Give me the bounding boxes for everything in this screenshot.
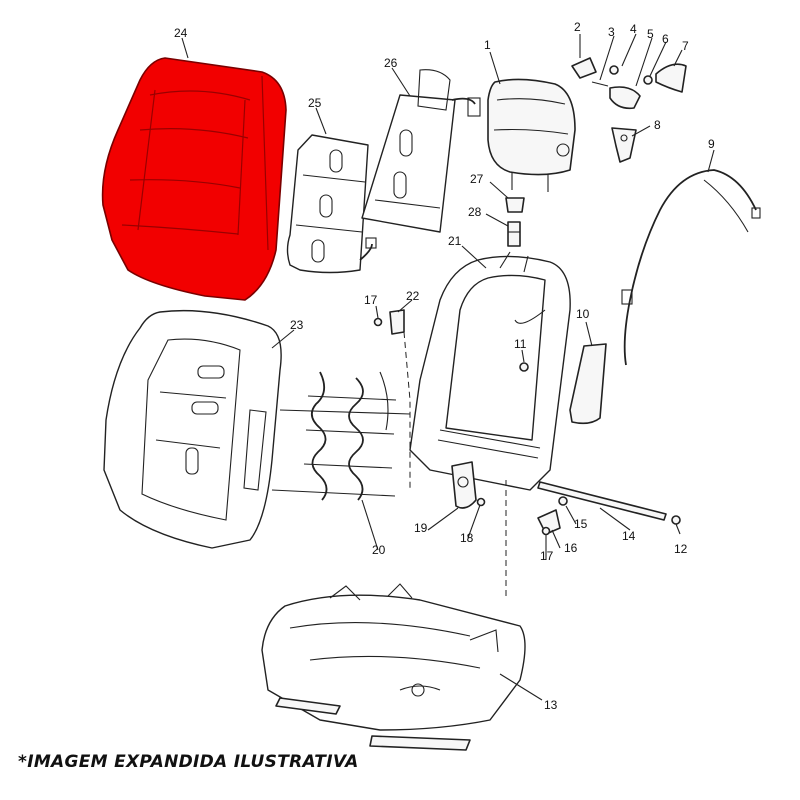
label-5: 5 <box>647 27 654 41</box>
illustrative-caption: *IMAGEM EXPANDIDA ILUSTRATIVA <box>18 752 359 772</box>
label-27: 27 <box>470 172 484 186</box>
part-17-bolt-upper <box>373 317 383 327</box>
label-18: 18 <box>460 531 474 545</box>
part-26-lumbar-pad <box>361 69 481 233</box>
label-19: 19 <box>414 521 428 535</box>
label-22: 22 <box>406 289 420 303</box>
part-23-seatback-foam <box>103 309 282 549</box>
part-17-bolt-lower <box>541 526 551 536</box>
leader-lines <box>181 33 715 701</box>
label-2: 2 <box>574 20 581 34</box>
label-6: 6 <box>662 32 669 46</box>
part-13-seat-cushion-assembly <box>261 583 526 751</box>
part-8-cable-bracket <box>611 127 637 163</box>
label-3: 3 <box>608 25 615 39</box>
label-23: 23 <box>290 318 304 332</box>
label-9: 9 <box>708 137 715 151</box>
part-12-nut <box>671 515 681 525</box>
label-14: 14 <box>622 529 636 543</box>
label-10: 10 <box>576 307 590 321</box>
part-15-bolt <box>558 496 568 506</box>
label-25: 25 <box>308 96 322 110</box>
label-4: 4 <box>630 22 637 36</box>
label-17-upper: 17 <box>364 293 378 307</box>
part-5-handle <box>609 86 641 110</box>
part-1-headrest <box>487 78 576 192</box>
label-11: 11 <box>514 337 527 351</box>
label-17-lower: 17 <box>540 549 554 563</box>
part-27-headrest-guide <box>505 197 525 213</box>
label-13: 13 <box>544 698 558 712</box>
label-16: 16 <box>564 541 578 555</box>
label-26: 26 <box>384 56 398 70</box>
part-4-bolt <box>609 65 619 75</box>
part-6-bolt <box>643 75 653 85</box>
part-20-spring-mat <box>271 371 411 501</box>
part-28-headrest-guide-insert <box>507 221 521 247</box>
part-21-seatback-frame <box>409 251 571 491</box>
label-7: 7 <box>682 39 689 53</box>
label-21: 21 <box>448 234 462 248</box>
label-8: 8 <box>654 118 661 132</box>
part-11-nut <box>519 362 529 372</box>
part-19-recliner-mechanism <box>451 461 477 509</box>
part-14-recline-rod <box>537 481 667 521</box>
label-12: 12 <box>674 542 688 556</box>
part-10-side-airbag <box>569 343 607 425</box>
label-24: 24 <box>174 26 188 40</box>
label-15: 15 <box>574 517 588 531</box>
part-25-backrest-pad <box>286 134 377 274</box>
part-9-cable <box>621 169 761 366</box>
label-1: 1 <box>484 38 491 52</box>
part-18-bolt <box>476 497 486 507</box>
part-2-trim-cover <box>571 57 597 79</box>
label-20: 20 <box>372 543 386 557</box>
part-3-pin <box>591 81 609 87</box>
label-28: 28 <box>468 205 482 219</box>
part-7-cover <box>655 63 687 93</box>
part-24-seatback-cover <box>101 57 287 301</box>
part-labels: 1 2 3 4 5 6 7 8 9 10 11 12 13 14 15 16 1… <box>174 20 715 712</box>
